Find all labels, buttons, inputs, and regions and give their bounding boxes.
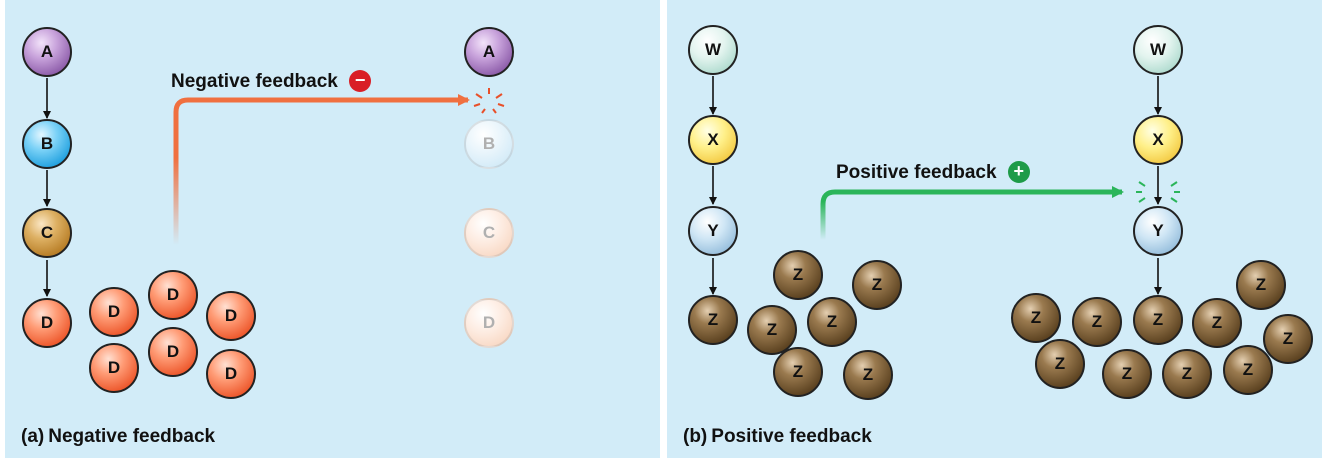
product-z: Z: [843, 350, 893, 400]
panel-b-letter: (b): [683, 426, 708, 447]
node-a: A: [22, 27, 72, 77]
inhibited-node-b: B: [464, 119, 514, 169]
product-d: D: [89, 343, 139, 393]
product-d: D: [206, 291, 256, 341]
product-z: Z: [773, 347, 823, 397]
product-d: D: [148, 270, 198, 320]
activation-burst-icon: [1136, 181, 1180, 203]
product-z: Z: [1102, 349, 1152, 399]
negative-feedback-label: Negative feedback −: [171, 70, 372, 93]
positive-feedback-arrow: [820, 186, 1124, 240]
positive-feedback-label: Positive feedback +: [836, 161, 1030, 184]
positive-feedback-panel: (b)Positive feedback: [667, 0, 1322, 458]
node-y: Y: [688, 206, 738, 256]
node-x: X: [688, 115, 738, 165]
node-c: C: [22, 208, 72, 258]
amplified-node-y: Y: [1133, 206, 1183, 256]
product-d: D: [206, 349, 256, 399]
product-z: Z: [1072, 297, 1122, 347]
inhibition-burst-icon: [473, 88, 505, 114]
product-z: Z: [747, 305, 797, 355]
panel-b-caption-text: Positive feedback: [711, 426, 872, 447]
product-z: Z: [1133, 295, 1183, 345]
inhibited-node-c: C: [464, 208, 514, 258]
panel-a-caption: (a)Negative feedback: [21, 426, 215, 448]
negative-feedback-text: Negative feedback: [171, 71, 338, 92]
inhibited-node-d: D: [464, 298, 514, 348]
product-z: Z: [1011, 293, 1061, 343]
product-z: Z: [807, 297, 857, 347]
positive-feedback-text: Positive feedback: [836, 162, 997, 183]
panel-b-caption: (b)Positive feedback: [683, 426, 872, 448]
product-z: Z: [773, 250, 823, 300]
amplified-node-x: X: [1133, 115, 1183, 165]
product-z: Z: [1263, 314, 1313, 364]
product-z: Z: [1162, 349, 1212, 399]
panel-a-letter: (a): [21, 426, 45, 447]
product-z: Z: [1223, 345, 1273, 395]
amplified-node-w: W: [1133, 25, 1183, 75]
node-b: B: [22, 119, 72, 169]
product-d: D: [89, 287, 139, 337]
node-w: W: [688, 25, 738, 75]
product-z: Z: [1035, 339, 1085, 389]
plus-sign-icon: +: [1007, 161, 1030, 183]
panel-a-caption-text: Negative feedback: [48, 426, 216, 447]
node-d: D: [22, 298, 72, 348]
minus-sign-icon: −: [349, 70, 372, 92]
product-z: Z: [1236, 260, 1286, 310]
product-z: Z: [852, 260, 902, 310]
product-z: Z: [1192, 298, 1242, 348]
product-d: D: [148, 327, 198, 377]
negative-feedback-arrow: [173, 94, 470, 245]
inhibited-node-a: A: [464, 27, 514, 77]
node-z: Z: [688, 295, 738, 345]
